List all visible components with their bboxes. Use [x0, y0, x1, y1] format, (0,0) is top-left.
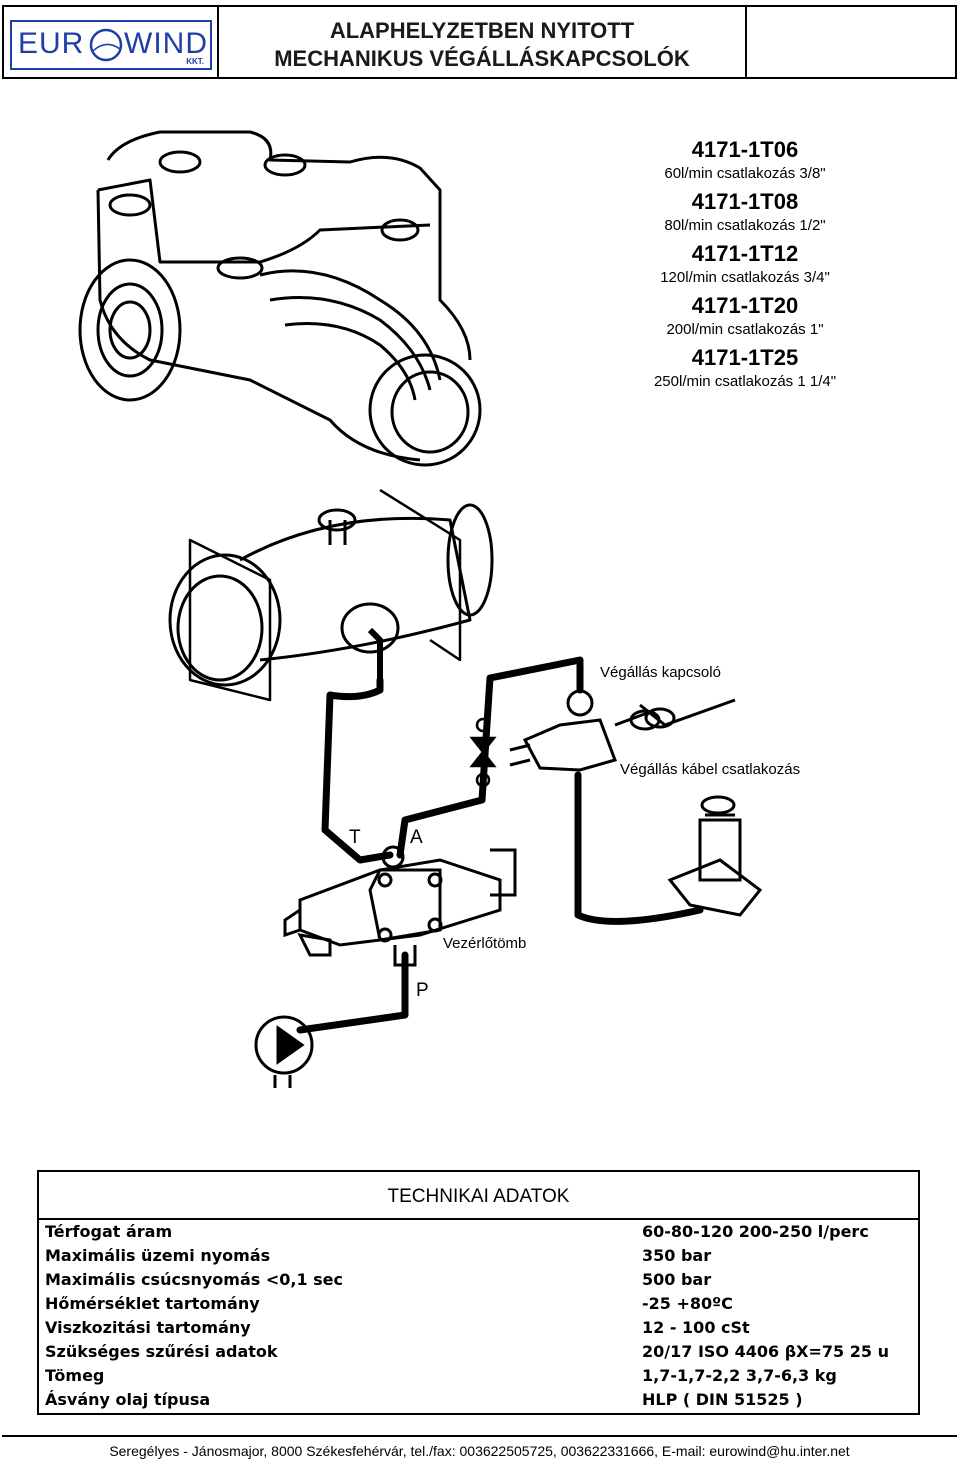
label-port-p: P: [416, 980, 429, 1001]
model-code: 4171-1T25: [691, 345, 799, 370]
row-value: 1,7-1,7-2,2 3,7-6,3 kg: [642, 1366, 837, 1385]
row-value: -25 +80ºC: [642, 1294, 733, 1313]
row-label: Maximális üzemi nyomás: [45, 1246, 271, 1265]
row-value: 12 - 100 cSt: [642, 1318, 750, 1337]
model-item: 4171-1T12 120l/min csatlakozás 3/4": [600, 240, 890, 288]
technical-data-table: TECHNIKAI ADATOK Térfogat áram 60-80-120…: [37, 1170, 920, 1415]
model-code: 4171-1T06: [691, 137, 799, 162]
label-control-block: Vezérlőtömb: [443, 935, 526, 952]
limit-switch-illustration: [78, 130, 482, 467]
row-value: 20/17 ISO 4406 βX=75 25 u: [642, 1342, 889, 1361]
model-item: 4171-1T08 80l/min csatlakozás 1/2": [600, 188, 890, 236]
model-list: 4171-1T06 60l/min csatlakozás 3/8" 4171-…: [600, 132, 890, 392]
model-item: 4171-1T20 200l/min csatlakozás 1": [600, 292, 890, 340]
row-value: 500 bar: [642, 1270, 712, 1289]
logo-circle-icon: [89, 28, 123, 62]
page-title: ALAPHELYZETBEN NYITOTT MECHANIKUS VÉGÁLL…: [219, 7, 747, 77]
model-item: 4171-1T25 250l/min csatlakozás 1 1/4": [600, 344, 890, 392]
table-row: Tömeg 1,7-1,7-2,2 3,7-6,3 kg: [45, 1366, 915, 1390]
end-switch-valve: [509, 689, 736, 772]
model-description: 80l/min csatlakozás 1/2": [664, 217, 826, 234]
model-description: 120l/min csatlakozás 3/4": [660, 269, 830, 286]
label-port-a: A: [410, 827, 423, 848]
hand-pump: [667, 795, 763, 917]
row-label: Viszkozitási tartomány: [45, 1318, 251, 1337]
model-code: 4171-1T20: [691, 293, 799, 318]
title-line-2: MECHANIKUS VÉGÁLLÁSKAPCSOLÓK: [274, 46, 690, 71]
hydraulic-cylinder: [168, 488, 494, 702]
technical-drawing: Végállás kapcsoló Végállás kábel csatlak…: [78, 130, 800, 1088]
footer-contact: Seregélyes - Jánosmajor, 8000 Székesfehé…: [2, 1435, 957, 1459]
label-cable-connection: Végállás kábel csatlakozás: [620, 761, 800, 778]
table-row: Térfogat áram 60-80-120 200-250 l/perc: [45, 1222, 915, 1246]
row-value: 350 bar: [642, 1246, 712, 1265]
company-logo: EUR WIND KKT.: [10, 20, 212, 70]
row-label: Tömeg: [45, 1366, 105, 1385]
row-value: 60-80-120 200-250 l/perc: [642, 1222, 869, 1241]
table-row: Hőmérséklet tartomány -25 +80ºC: [45, 1294, 915, 1318]
row-label: Szükséges szűrési adatok: [45, 1342, 278, 1361]
label-limit-switch: Végállás kapcsoló: [600, 664, 721, 681]
model-item: 4171-1T06 60l/min csatlakozás 3/8": [600, 136, 890, 184]
model-description: 200l/min csatlakozás 1": [666, 321, 824, 338]
row-value: HLP ( DIN 51525 ): [642, 1390, 803, 1409]
technical-data-title: TECHNIKAI ADATOK: [39, 1172, 918, 1220]
model-description: 250l/min csatlakozás 1 1/4": [653, 373, 837, 390]
logo-cell: EUR WIND KKT.: [4, 7, 219, 77]
model-code: 4171-1T12: [691, 241, 799, 266]
row-label: Hőmérséklet tartomány: [45, 1294, 260, 1313]
logo-text-left: EUR: [18, 27, 85, 60]
table-row: Viszkozitási tartomány 12 - 100 cSt: [45, 1318, 915, 1342]
logo-suffix: KKT.: [186, 57, 204, 66]
row-label: Maximális csúcsnyomás <0,1 sec: [45, 1270, 344, 1289]
table-row: Maximális csúcsnyomás <0,1 sec 500 bar: [45, 1270, 915, 1294]
model-code: 4171-1T08: [691, 189, 799, 214]
header: EUR WIND KKT. ALAPHELYZETBEN NYITOTT MEC…: [2, 5, 957, 79]
row-label: Ásvány olaj típusa: [45, 1390, 211, 1409]
control-block: [283, 845, 517, 967]
logo-text-right: WIND: [124, 27, 208, 60]
table-row: Ásvány olaj típusa HLP ( DIN 51525 ): [45, 1390, 915, 1414]
check-valve-symbol: [469, 717, 497, 788]
title-line-1: ALAPHELYZETBEN NYITOTT: [329, 18, 635, 43]
row-label: Térfogat áram: [45, 1222, 173, 1241]
table-row: Szükséges szűrési adatok 20/17 ISO 4406 …: [45, 1342, 915, 1366]
label-port-t: T: [349, 827, 361, 848]
table-row: Maximális üzemi nyomás 350 bar: [45, 1246, 915, 1270]
pump-symbol: [254, 1015, 314, 1088]
model-description: 60l/min csatlakozás 3/8": [664, 165, 826, 182]
